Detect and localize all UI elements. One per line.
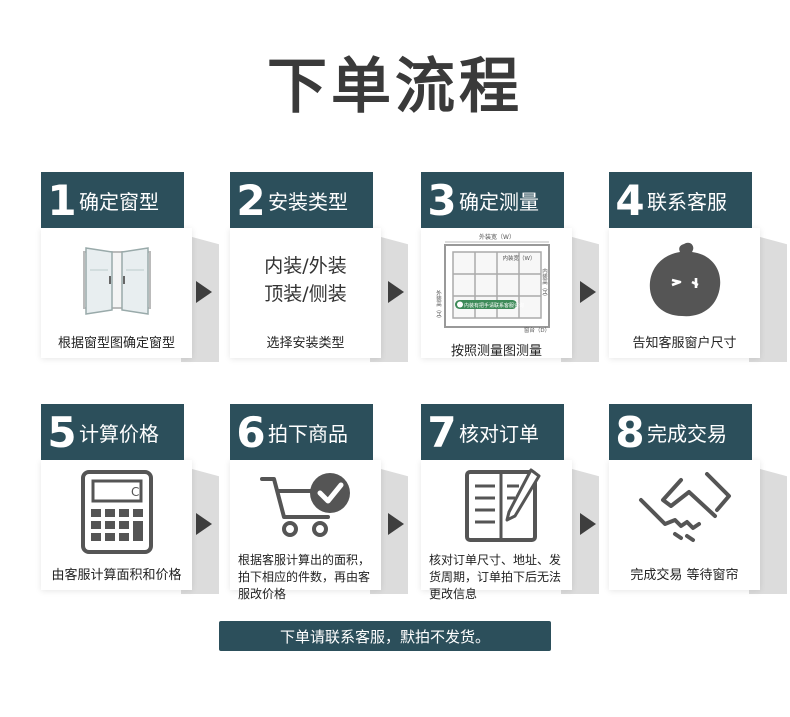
step-caption: 按照测量图测量 <box>450 344 542 359</box>
step-header: 3 确定测量 <box>421 172 564 228</box>
step-title: 核对订单 <box>459 421 539 446</box>
step-5: 5 计算价格 C 由客服计算面积和价格 <box>41 404 219 601</box>
outer-width-label: 外装宽（W） <box>479 233 515 241</box>
arrow-right-icon <box>196 513 212 535</box>
step-title: 计算价格 <box>79 421 159 446</box>
handshake-icon <box>609 468 760 556</box>
svg-text:C: C <box>131 485 139 499</box>
handle-note: 内装有把手请联系客服咨询 <box>464 302 524 309</box>
step-2: 2 安装类型 内装/外装 顶装/侧装 选择安装类型 <box>230 172 408 369</box>
page-title: 下单流程 <box>267 52 523 122</box>
step-number: 1 <box>47 175 77 225</box>
step-title: 联系客服 <box>647 189 727 214</box>
notebook-pen-icon <box>421 468 572 544</box>
notice-banner: 下单请联系客服，默拍不发货。 <box>219 621 551 651</box>
step-card <box>230 228 381 358</box>
step-caption: 根据窗型图确定窗型 <box>57 336 175 351</box>
measurement-diagram-icon: 外装宽（W） 内装宽（W） 外装高（H） 内装高（H） 内装有把手请联系客服咨询… <box>421 230 572 336</box>
step-header: 5 计算价格 <box>41 404 184 460</box>
step-caption: 根据客服计算出的面积，拍下相应的件数，再由客服改价格 <box>238 553 371 601</box>
step-title: 确定窗型 <box>79 189 159 214</box>
step-header: 7 核对订单 <box>421 404 564 460</box>
window-icon <box>41 236 192 324</box>
step-header: 2 安装类型 <box>230 172 373 228</box>
arrow-right-icon <box>580 513 596 535</box>
calculator-icon: C <box>41 468 192 556</box>
step-6: 6 拍下商品 根据客服计算出的面积，拍下相应的件数，再由客服改价格 <box>230 404 408 601</box>
step-4: 4 联系客服 告知客服窗户尺寸 <box>609 172 787 369</box>
step-header: 6 拍下商品 <box>230 404 373 460</box>
inner-height-label: 内装高（H） <box>541 267 548 300</box>
step-3: 3 确定测量 外装宽（W） 内装宽（W） 外装高（H） 内装高（H） 内装有把手… <box>421 172 599 369</box>
step-header: 8 完成交易 <box>609 404 752 460</box>
mount-type-text: 内装/外装 顶装/侧装 <box>230 236 381 324</box>
step-card <box>421 460 572 590</box>
step-header: 4 联系客服 <box>609 172 752 228</box>
step-7: 7 核对订单 核对订单尺寸、地址、发货周期，订单拍下后无法更改信息 <box>421 404 599 601</box>
step-header: 1 确定窗型 <box>41 172 184 228</box>
shopping-cart-check-icon <box>230 468 381 542</box>
arrow-right-icon <box>388 513 404 535</box>
arrow-right-icon <box>196 281 212 303</box>
step-title: 拍下商品 <box>268 421 348 446</box>
step-number: 3 <box>427 175 457 225</box>
step-number: 4 <box>615 175 645 225</box>
step-title: 完成交易 <box>647 421 727 446</box>
step-caption: 由客服计算面积和价格 <box>51 568 182 583</box>
mount-options-2: 顶装/侧装 <box>264 283 347 305</box>
step-card <box>230 460 381 590</box>
step-1: 1 确定窗型 根据窗型图确定窗型 <box>41 172 219 369</box>
arrow-right-icon <box>388 281 404 303</box>
step-title: 确定测量 <box>459 189 539 214</box>
step-number: 2 <box>236 175 266 225</box>
arrow-right-icon <box>580 281 596 303</box>
step-title: 安装类型 <box>268 189 348 214</box>
outer-height-label: 外装高（H） <box>435 289 442 322</box>
inner-width-label: 内装宽（W） <box>502 254 535 262</box>
step-number: 7 <box>427 407 457 457</box>
step-caption: 核对订单尺寸、地址、发货周期，订单拍下后无法更改信息 <box>429 553 562 601</box>
mount-options-1: 内装/外装 <box>264 255 347 277</box>
step-caption: 选择安装类型 <box>266 336 345 351</box>
step-number: 8 <box>615 407 645 457</box>
step-caption: 完成交易 等待窗帘 <box>630 568 739 583</box>
step-number: 6 <box>236 407 266 457</box>
step-number: 5 <box>47 407 77 457</box>
chat-bubble-icon <box>609 236 760 324</box>
step-caption: 告知客服窗户尺寸 <box>632 336 737 351</box>
step-8: 8 完成交易 完成交易 等待窗帘 <box>609 404 787 601</box>
sill-label: 窗台（D） <box>523 326 549 334</box>
